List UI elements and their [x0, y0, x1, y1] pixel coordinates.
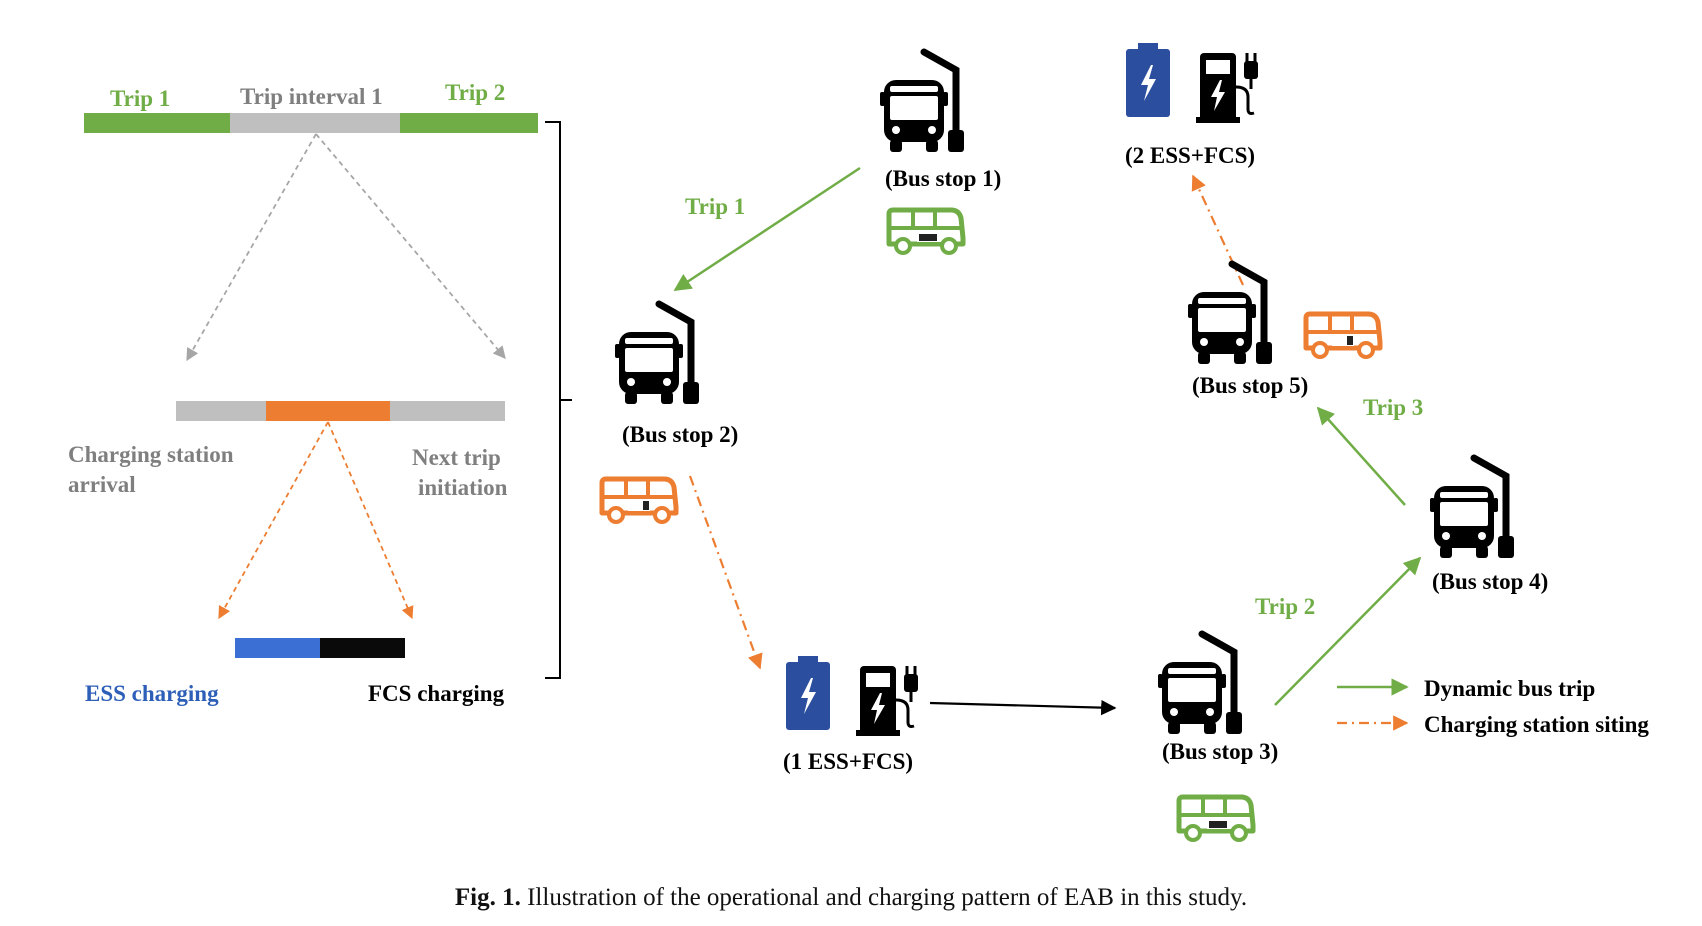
bus-side-icon: [1179, 797, 1253, 840]
charging-station-2: (2 ESS+FCS): [1125, 43, 1260, 168]
trip3-arrow: [1316, 406, 1406, 506]
trip1-arrow: [673, 166, 861, 292]
caption-label: Fig. 1.: [454, 884, 521, 911]
trip2-bar: [400, 113, 538, 133]
bus-stop-icon: [1430, 458, 1514, 558]
ess-charging-bar: [235, 638, 320, 658]
bus-side-icon: [889, 210, 963, 253]
next-trip-label: Next trip initiation: [412, 445, 508, 500]
bus-side-icon: [1306, 314, 1380, 357]
interval-label: Trip interval 1: [240, 84, 383, 109]
bus-stop-4: (Bus stop 4): [1430, 458, 1548, 594]
bus-stop-5-label: (Bus stop 5): [1192, 373, 1308, 398]
figure-caption: Fig. 1. Illustration of the operational …: [0, 884, 1702, 912]
zoom-arrow-fcs: [327, 421, 414, 620]
trip2-label: Trip 2: [445, 80, 505, 105]
charging-station-icon: [1194, 51, 1260, 125]
siting-arrow-2: [1191, 174, 1244, 286]
arrival-bar: [176, 401, 266, 421]
bus-stop-2: (Bus stop 2): [602, 304, 738, 522]
legend: Dynamic bus trip Charging station siting: [1337, 676, 1649, 737]
station-to-stop3-arrow: [929, 699, 1117, 716]
bus-stop-icon: [1158, 634, 1242, 734]
trip2-network-label: Trip 2: [1255, 594, 1315, 619]
network-panel: Trip 1 Trip 2 Trip 3 (Bus stop 1) (Bus s…: [602, 43, 1649, 840]
brace: [545, 121, 572, 679]
bus-stop-icon: [1188, 264, 1272, 364]
battery-icon: [1126, 43, 1170, 117]
legend-siting-label: Charging station siting: [1424, 712, 1649, 737]
battery-icon: [786, 656, 830, 730]
interval-bar: [230, 113, 400, 133]
legend-dynamic-label: Dynamic bus trip: [1424, 676, 1595, 701]
ess-charging-label: ESS charging: [85, 681, 219, 706]
bus-stop-1: (Bus stop 1): [880, 52, 1001, 253]
charging-station-1: (1 ESS+FCS): [783, 656, 920, 774]
arrival-label: Charging station arrival: [68, 442, 239, 497]
charging-station-icon: [854, 664, 920, 738]
station-2-label: (2 ESS+FCS): [1125, 143, 1255, 168]
departure-bar: [390, 401, 505, 421]
timeline-panel: Trip 1 Trip interval 1 Trip 2 Charging s…: [68, 80, 572, 706]
bus-stop-3-label: (Bus stop 3): [1162, 739, 1278, 764]
bus-stop-5: (Bus stop 5): [1188, 264, 1380, 398]
zoom-arrow-ess: [218, 421, 329, 620]
bus-stop-2-label: (Bus stop 2): [622, 422, 738, 447]
siting-arrow-1: [688, 475, 763, 670]
trip2-arrow: [1274, 556, 1422, 706]
caption-text: Illustration of the operational and char…: [527, 884, 1248, 911]
trip1-network-label: Trip 1: [685, 194, 745, 219]
station-1-label: (1 ESS+FCS): [783, 749, 913, 774]
fcs-charging-bar: [320, 638, 405, 658]
zoom-arrow-right: [315, 133, 506, 359]
zoom-arrow-left: [186, 133, 317, 362]
bus-stop-3: (Bus stop 3): [1158, 634, 1278, 840]
bus-stop-1-label: (Bus stop 1): [885, 166, 1001, 191]
bus-side-icon: [602, 479, 676, 522]
bus-stop-icon: [615, 304, 699, 404]
bus-stop-4-label: (Bus stop 4): [1432, 569, 1548, 594]
bus-stop-icon: [880, 52, 964, 152]
fcs-charging-label: FCS charging: [368, 681, 505, 706]
trip3-network-label: Trip 3: [1363, 395, 1423, 420]
trip1-bar: [84, 113, 230, 133]
trip1-label: Trip 1: [110, 86, 170, 111]
charging-window-bar: [266, 401, 390, 421]
